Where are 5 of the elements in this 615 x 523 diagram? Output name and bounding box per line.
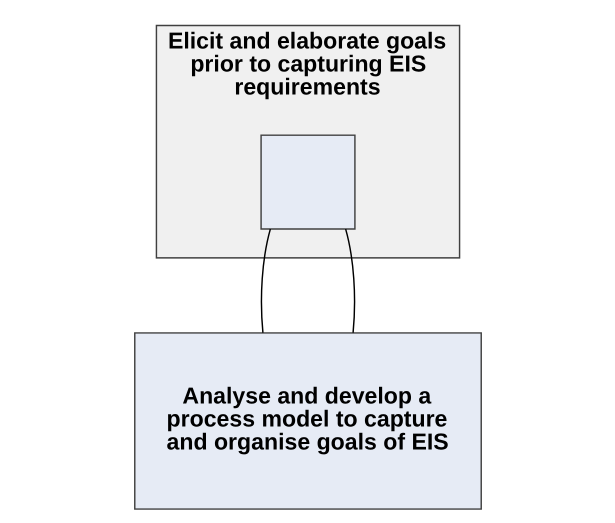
node-box (260, 134, 356, 230)
connector (344, 228, 355, 333)
cluster: Elicit and elaborate goals prior to capturing EIS requirements (155, 24, 460, 259)
node-box: Analyse and develop a process model to capture and organise goals of EIS (134, 332, 482, 510)
connector (260, 228, 271, 333)
